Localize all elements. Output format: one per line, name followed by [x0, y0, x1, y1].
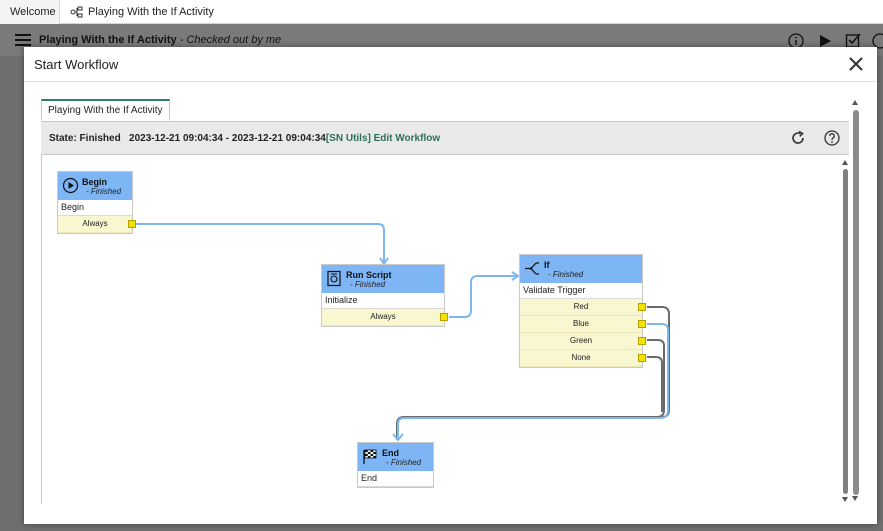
activity-state: - Finished	[548, 270, 584, 279]
modal-title: Start Workflow	[34, 57, 119, 72]
condition-port[interactable]	[128, 220, 136, 228]
edit-workflow-link[interactable]: Edit Workflow	[373, 133, 441, 144]
background-subtitle: - Checked out by me	[179, 34, 282, 46]
outer-scrollbar[interactable]	[853, 110, 859, 495]
activity-name: Run Script	[346, 270, 392, 280]
condition-blue: Blue	[520, 316, 646, 333]
help-icon	[872, 33, 883, 49]
top-tab-bar: Welcome Playing With the If Activity	[0, 0, 883, 24]
start-workflow-modal: Start Workflow Playing With the If Activ…	[24, 47, 877, 524]
activity-end[interactable]: End - Finished End	[357, 442, 434, 488]
outer-scroll-up[interactable]	[852, 100, 858, 105]
activity-name: End	[382, 448, 399, 458]
activity-state: - Finished	[350, 280, 386, 289]
activity-header: Begin - Finished	[58, 172, 132, 200]
condition-always: Always	[322, 309, 448, 326]
condition-label: Red	[573, 302, 589, 311]
activity-header: Run Script - Finished	[322, 265, 444, 293]
condition-label: Blue	[572, 319, 589, 328]
state-label: State: Finished	[49, 133, 121, 144]
activity-name: If	[544, 260, 550, 270]
branch-icon	[525, 262, 539, 275]
workflow-frame	[41, 120, 849, 504]
state-bar: State: Finished 2023-12-21 09:04:34 - 20…	[41, 121, 849, 155]
canvas-scroll-down[interactable]	[842, 497, 848, 502]
workflow-icon	[70, 6, 83, 18]
tab-workflow[interactable]: Playing With the If Activity	[60, 0, 224, 24]
activity-begin[interactable]: Begin - Finished Begin Always	[57, 171, 136, 234]
activity-name: Begin	[82, 177, 108, 187]
close-icon[interactable]	[847, 55, 865, 73]
background-title: Playing With the If Activity - Checked o…	[39, 34, 281, 46]
activity-header: End - Finished	[358, 443, 433, 471]
activity-label: Begin	[58, 200, 132, 216]
condition-label: Always	[370, 312, 396, 321]
help-icon[interactable]	[824, 130, 840, 146]
condition-green: Green	[520, 333, 646, 350]
condition-label: Always	[82, 219, 108, 228]
condition-port[interactable]	[638, 320, 646, 328]
condition-port[interactable]	[440, 313, 448, 321]
activity-label: Validate Trigger	[520, 283, 642, 299]
run-icon	[820, 35, 831, 47]
activity-state: - Finished	[386, 458, 422, 467]
condition-port[interactable]	[638, 354, 646, 362]
finish-flag-icon	[363, 449, 377, 464]
background-title-text: Playing With the If Activity	[39, 34, 177, 46]
canvas-scroll-up[interactable]	[842, 160, 848, 165]
condition-none: None	[520, 350, 646, 367]
condition-always: Always	[58, 216, 136, 233]
modal-divider	[24, 81, 877, 82]
outer-scroll-down[interactable]	[852, 496, 858, 501]
activity-label: Initialize	[322, 293, 444, 309]
activity-state: - Finished	[86, 187, 122, 196]
condition-label: None	[571, 353, 591, 362]
script-icon	[327, 270, 341, 287]
condition-port[interactable]	[638, 303, 646, 311]
activity-if[interactable]: If - Finished Validate Trigger Red Blue …	[519, 254, 646, 368]
state-range: 2023-12-21 09:04:34 - 2023-12-21 09:04:3…	[129, 133, 326, 144]
activity-label: End	[358, 471, 433, 487]
sn-utils-link[interactable]: [SN Utils]	[325, 133, 371, 144]
tab-workflow-label: Playing With the If Activity	[88, 6, 214, 18]
activity-header: If - Finished	[520, 255, 642, 283]
condition-label: Green	[569, 336, 593, 345]
state-text: State: Finished 2023-12-21 09:04:34 - 20…	[49, 133, 440, 144]
canvas-scrollbar[interactable]	[843, 169, 848, 494]
tab-workflow-context[interactable]: Playing With the If Activity	[41, 99, 170, 121]
play-icon	[62, 177, 79, 194]
activity-run-script[interactable]: Run Script - Finished Initialize Always	[321, 264, 448, 327]
tab-welcome[interactable]: Welcome	[0, 0, 60, 24]
hamburger-menu-icon	[15, 34, 31, 47]
refresh-icon[interactable]	[790, 130, 806, 146]
condition-port[interactable]	[638, 337, 646, 345]
condition-red: Red	[520, 299, 646, 316]
